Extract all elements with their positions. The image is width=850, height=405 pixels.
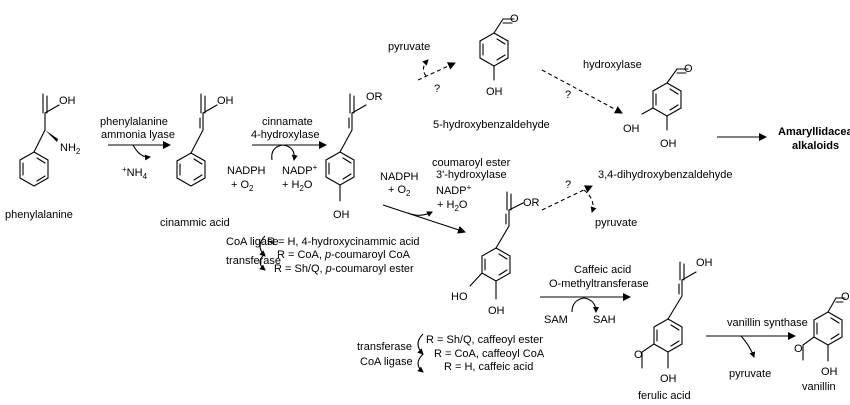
cinammic-acid-structure: OH cinammic acid [160, 93, 234, 229]
comt-step: Caffeic acid O-methyltransferase SAM SAH [540, 264, 649, 326]
hydroxylase-step: hydroxylase ? [541, 59, 642, 114]
phenylalanine-oh: OH [59, 95, 76, 107]
nadp-1: NADP+ [282, 163, 318, 177]
amaryllidaceae-step: Amaryllidaceae alkaloids [717, 126, 850, 152]
caffeoyl-r-sh: R = Sh/Q, caffeoyl ester [426, 334, 543, 346]
vanillin-oh: OH [821, 366, 838, 378]
coumaroyl-r-coa: R = CoA, p-coumaroyl CoA [277, 249, 411, 261]
c3h-arrow [382, 204, 466, 234]
coumaroyl-to-hba-step: pyruvate ? [388, 41, 456, 95]
vanillin-structure: O O OH vanillin [794, 291, 850, 393]
coumaroyl-or: OR [366, 91, 383, 103]
dhba-label: 3,4-dihydroxybenzaldehyde [598, 169, 733, 181]
c3h-label-2: 3'-hydroxylase [436, 169, 507, 181]
dihydroxybenzaldehyde-structure: O OH OH 3,4-dihydroxybenzaldehyde [598, 63, 733, 181]
nadp-2: NADP+ [436, 183, 472, 197]
caffeoyl-r-h: R = H, caffeic acid [444, 361, 533, 373]
caffeoyl-r-coa: R = CoA, caffeoyl CoA [434, 348, 545, 360]
c3h-label-1: coumaroyl ester [432, 157, 511, 169]
caffeoyl-or: OR [523, 197, 540, 209]
phenylalanine-structure: OH NH2 phenylalanine [5, 93, 81, 221]
vanillin-label: vanillin [802, 381, 836, 393]
cinammic-oh: OH [217, 95, 234, 107]
hydroxylase-label: hydroxylase [583, 59, 642, 71]
coumaroyl-r-h: R = H, 4-hydroxycinammic acid [267, 236, 420, 248]
c4h-label-2: 4-hydroxylase [251, 129, 319, 141]
hba-o: O [510, 13, 519, 25]
coumaroyl-left2: transferase [226, 255, 281, 267]
nadph-2: NADPH [380, 171, 419, 183]
caffeoyl-structure: OR HO OH [451, 191, 540, 317]
h2o-2: + H2O [437, 199, 468, 213]
pyruvate-top: pyruvate [388, 41, 430, 53]
coumaroyl-left1: CoA ligase [226, 236, 279, 248]
comt-label-1: Caffeic acid [574, 264, 631, 276]
question-2: ? [565, 89, 571, 101]
vanillin-synthase-label: vanillin synthase [727, 317, 808, 329]
pal-label-1: phenylalanine [100, 116, 168, 128]
comt-label-2: O-methyltransferase [549, 278, 649, 290]
ferulic-label: ferulic acid [638, 390, 691, 402]
hba-oh: OH [486, 86, 503, 98]
caffeoyl-left1: transferase [357, 341, 412, 353]
cinammic-label: cinammic acid [160, 217, 230, 229]
amaryllidaceae-line2: alkaloids [792, 140, 839, 152]
ferulic-acid-structure: OH O OH ferulic acid [634, 257, 713, 402]
phenylalanine-label: phenylalanine [5, 209, 73, 221]
dhba-oh1: OH [623, 123, 640, 135]
pyruvate-bottom: pyruvate [729, 368, 771, 380]
hydroxybenzaldehyde-structure: O OH 5-hydroxybenzaldehyde [433, 13, 550, 131]
amaryllidaceae-line1: Amaryllidaceae [778, 126, 850, 138]
vanillin-o: O [841, 291, 850, 303]
hba-label: 5-hydroxybenzaldehyde [433, 119, 550, 131]
coumaroyl-legend: CoA ligase transferase R = H, 4-hydroxyc… [226, 235, 420, 275]
phenylalanine-nh2: NH2 [60, 142, 81, 156]
caffeoyl-legend: transferase CoA ligase R = Sh/Q, caffeoy… [357, 333, 545, 373]
dhba-oh2: OH [660, 138, 677, 150]
o2-1: + O2 [231, 179, 254, 193]
vanillin-synthase-step: vanillin synthase pyruvate [706, 317, 808, 380]
caffeoyl-oh: OH [488, 305, 505, 317]
pyruvate-right: pyruvate [595, 217, 637, 229]
caffeoyl-ho: HO [451, 291, 468, 303]
ferulic-o: O [634, 349, 643, 361]
caffeoyl-left2: CoA ligase [360, 356, 413, 368]
coumaroyl-structure: OR OH [325, 91, 383, 221]
sam: SAM [544, 314, 568, 326]
coumaroyl-oh: OH [333, 209, 350, 221]
c4h-step: cinnamate 4-hydroxylase NADPH + O2 NADP+… [227, 116, 327, 193]
dhba-o: O [684, 63, 693, 75]
question-1: ? [434, 83, 440, 95]
h2o-1: + H2O [282, 179, 313, 193]
sah: SAH [593, 314, 616, 326]
caffeoyl-to-dhba-step: ? pyruvate [541, 179, 637, 229]
question-3: ? [565, 179, 571, 191]
pal-step: phenylalanine ammonia lyase +NH4 [100, 116, 175, 181]
c4h-label-1: cinnamate [262, 116, 313, 128]
ferulic-oh: OH [696, 257, 713, 269]
pal-label-2: ammonia lyase [101, 129, 175, 141]
o2-2: + O2 [388, 184, 411, 198]
vanillin-ome-o: O [794, 343, 803, 355]
nadph-1: NADPH [227, 165, 266, 177]
c3h-step: coumaroyl ester 3'-hydroxylase NADPH + O… [380, 157, 511, 234]
ferulic-bottom-oh: OH [660, 373, 677, 385]
coumaroyl-r-sh: R = Sh/Q, p-coumaroyl ester [274, 263, 414, 275]
nh4-label: +NH4 [122, 165, 148, 181]
